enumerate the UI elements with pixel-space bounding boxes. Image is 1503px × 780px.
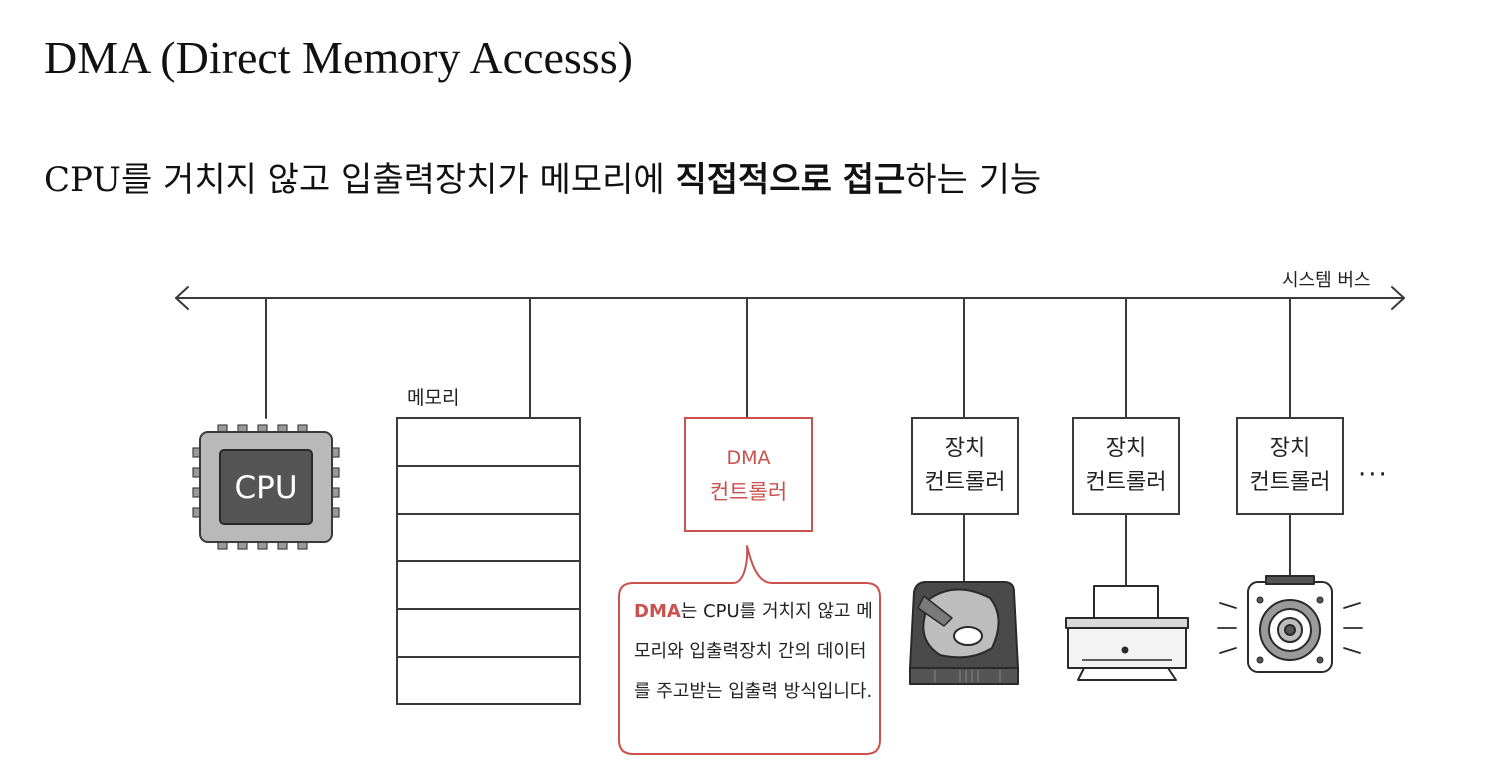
page-subtitle: CPU를 거치지 않고 입출력장치가 메모리에 직접적으로 접근하는 기능 [44,160,1041,201]
bus-arrow-right-icon [1391,286,1405,310]
page-title: DMA (Direct Memory Accesss) [44,32,633,83]
speaker-icon [1217,575,1363,673]
subtitle-bold-2: 접근 [842,160,906,200]
device-controller-3-line-2: 컨트롤러 [1249,470,1331,495]
device-controller-box-1 [911,417,1019,515]
cpu-chip-icon [192,424,340,550]
device-controller-2-line-2: 컨트롤러 [1085,470,1167,495]
speech-bubble [618,545,881,755]
dma-controller-line-2: 컨트롤러 [709,479,788,504]
dma-controller-box [684,417,813,532]
device-controller-label-3: 장치 컨트롤러 [1237,418,1343,514]
device-controller-1-line-2: 컨트롤러 [924,470,1006,495]
bubble-highlight: DMA [634,601,681,622]
hard-disk-icon [909,581,1019,685]
memory-block [396,417,581,705]
device-controller-label-1: 장치 컨트롤러 [912,418,1018,514]
subtitle-pre: CPU를 거치지 않고 입출력장치가 메모리에 [44,160,676,200]
device-controller-2-line-1: 장치 [1105,436,1147,461]
dma-controller-label: DMA 컨트롤러 [685,418,812,531]
subtitle-post: 하는 기능 [905,160,1042,200]
subtitle-bold-1: 직접적으로 [675,160,832,200]
more-devices-ellipsis: ··· [1358,460,1389,490]
printer-icon [1065,585,1189,681]
device-controller-3-line-1: 장치 [1269,436,1311,461]
device-controller-box-2 [1072,417,1180,515]
memory-label: 메모리 [407,387,460,409]
bubble-body: 는 CPU를 거치지 않고 메모리와 입출력장치 간의 데이터를 주고받는 입출… [634,601,873,702]
cpu-label: CPU [234,470,298,506]
device-controller-1-line-1: 장치 [944,436,986,461]
bubble-text: DMA는 CPU를 거치지 않고 메모리와 입출력장치 간의 데이터를 주고받는… [634,592,874,712]
device-controller-box-3 [1236,417,1344,515]
system-bus-label: 시스템 버스 [1282,270,1371,291]
bus-arrow-left-icon [175,286,189,310]
dma-controller-line-1: DMA [726,446,771,469]
device-controller-label-2: 장치 컨트롤러 [1073,418,1179,514]
